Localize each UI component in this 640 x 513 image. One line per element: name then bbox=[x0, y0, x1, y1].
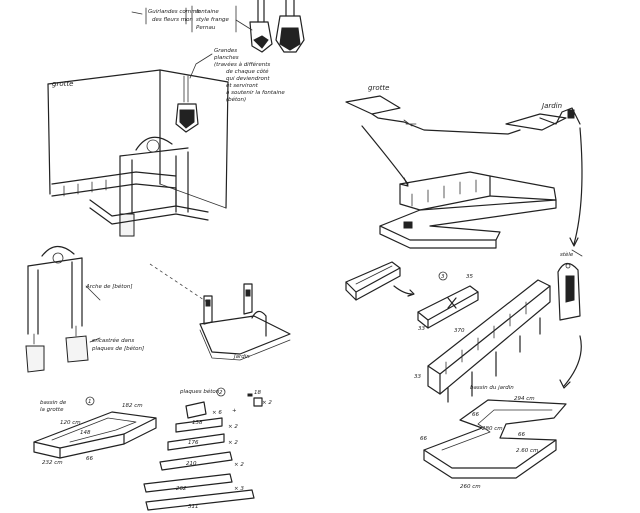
planks-note: Grandes planches (travées à différents d… bbox=[189, 48, 285, 103]
svg-text:Grandes: Grandes bbox=[214, 48, 237, 54]
label-encastree-2: plaques de [béton] bbox=[91, 345, 144, 352]
dashed-connector bbox=[149, 263, 211, 305]
hanging-ornaments bbox=[249, 0, 305, 53]
svg-text:qui deviendront: qui deviendront bbox=[226, 76, 270, 82]
svg-text:1: 1 bbox=[88, 399, 92, 405]
svg-text:176: 176 bbox=[188, 440, 199, 446]
combined-basin-sketch bbox=[379, 171, 557, 249]
svg-text:2: 2 bbox=[219, 390, 223, 396]
bassin-grotte-sketch: bassin de la grotte 1 182 cm 120 cm 148 … bbox=[33, 396, 157, 466]
svg-text:+: + bbox=[232, 408, 237, 414]
svg-text:182 cm: 182 cm bbox=[122, 403, 143, 409]
arch-detail-sketch bbox=[25, 245, 101, 373]
grotte-jardin-path bbox=[345, 95, 583, 247]
svg-text:× 6: × 6 bbox=[212, 410, 222, 416]
svg-text:× 2: × 2 bbox=[228, 424, 238, 430]
svg-text:138: 138 bbox=[192, 420, 203, 426]
svg-text:planches: planches bbox=[213, 55, 239, 61]
svg-text:× 2: × 2 bbox=[228, 440, 238, 446]
plaques-beton-sketch: plaques béton 2 × 6 + 18 × 2 138 × 2 176… bbox=[143, 387, 272, 511]
svg-text:148: 148 bbox=[80, 430, 91, 436]
svg-text:294 cm: 294 cm bbox=[514, 396, 535, 402]
svg-text:260 cm: 260 cm bbox=[460, 484, 481, 490]
svg-text:66: 66 bbox=[86, 456, 93, 462]
svg-text:66: 66 bbox=[518, 432, 525, 438]
label-arche: Arche de [béton] bbox=[85, 283, 132, 290]
svg-text:× 3: × 3 bbox=[234, 486, 244, 492]
svg-text:33: 33 bbox=[414, 374, 421, 380]
label-grotte-right: grotte bbox=[368, 84, 389, 92]
svg-text:à soutenir la fontaine: à soutenir la fontaine bbox=[226, 89, 285, 96]
svg-text:plaques béton: plaques béton bbox=[179, 388, 220, 395]
svg-text:des fleurs mon: des fleurs mon bbox=[152, 17, 194, 23]
label-jardin-right: Jardin bbox=[540, 102, 562, 110]
svg-text:66: 66 bbox=[472, 412, 479, 418]
label-jardin-small: Jardin bbox=[233, 354, 250, 360]
svg-text:(béton): (béton) bbox=[226, 96, 246, 103]
svg-text:style frange: style frange bbox=[196, 17, 229, 23]
grotte-room-sketch bbox=[47, 69, 229, 237]
svg-text:210: 210 bbox=[186, 461, 197, 467]
svg-text:370: 370 bbox=[454, 328, 465, 334]
svg-text:262: 262 bbox=[176, 486, 187, 492]
svg-text:311: 311 bbox=[188, 504, 199, 510]
basin-pieces-sketch: 3 35 33 370 33 bbox=[345, 261, 551, 403]
stele-sketch bbox=[557, 249, 583, 321]
svg-text:Pernau: Pernau bbox=[196, 25, 216, 31]
svg-text:2.60 cm: 2.60 cm bbox=[516, 448, 538, 454]
label-encastree-1: encastrée dans bbox=[92, 337, 134, 344]
svg-text:fontaine: fontaine bbox=[196, 9, 219, 15]
svg-text:× 2: × 2 bbox=[234, 462, 244, 468]
label-bassin-jardin: bassin du jardin bbox=[470, 385, 514, 391]
svg-text:× 2: × 2 bbox=[262, 400, 272, 406]
label-stele: stèle bbox=[560, 251, 574, 258]
svg-text:3: 3 bbox=[441, 274, 445, 280]
svg-text:la grotte: la grotte bbox=[40, 407, 64, 413]
svg-text:232 cm: 232 cm bbox=[42, 460, 63, 466]
svg-text:18: 18 bbox=[254, 390, 261, 396]
svg-text:280 cm: 280 cm bbox=[482, 426, 503, 432]
svg-text:et serviront: et serviront bbox=[226, 83, 259, 89]
svg-text:(travées à différents: (travées à différents bbox=[214, 61, 270, 68]
svg-text:de chaque côté: de chaque côté bbox=[226, 68, 269, 75]
svg-text:Guirlandes comme: Guirlandes comme bbox=[148, 9, 201, 15]
label-grotte-left: grotte bbox=[52, 80, 73, 88]
svg-text:bassin de: bassin de bbox=[40, 400, 67, 406]
svg-text:33: 33 bbox=[418, 326, 425, 332]
svg-text:120 cm: 120 cm bbox=[60, 420, 81, 426]
svg-text:35: 35 bbox=[466, 274, 473, 280]
svg-text:66: 66 bbox=[420, 436, 427, 442]
small-jardin-sketch bbox=[199, 283, 291, 361]
top-note: Guirlandes comme des fleurs mon fontaine… bbox=[131, 5, 253, 33]
bassin-jardin-sketch: bassin du jardin 294 cm 66 280 cm 66 2.6… bbox=[420, 335, 582, 490]
